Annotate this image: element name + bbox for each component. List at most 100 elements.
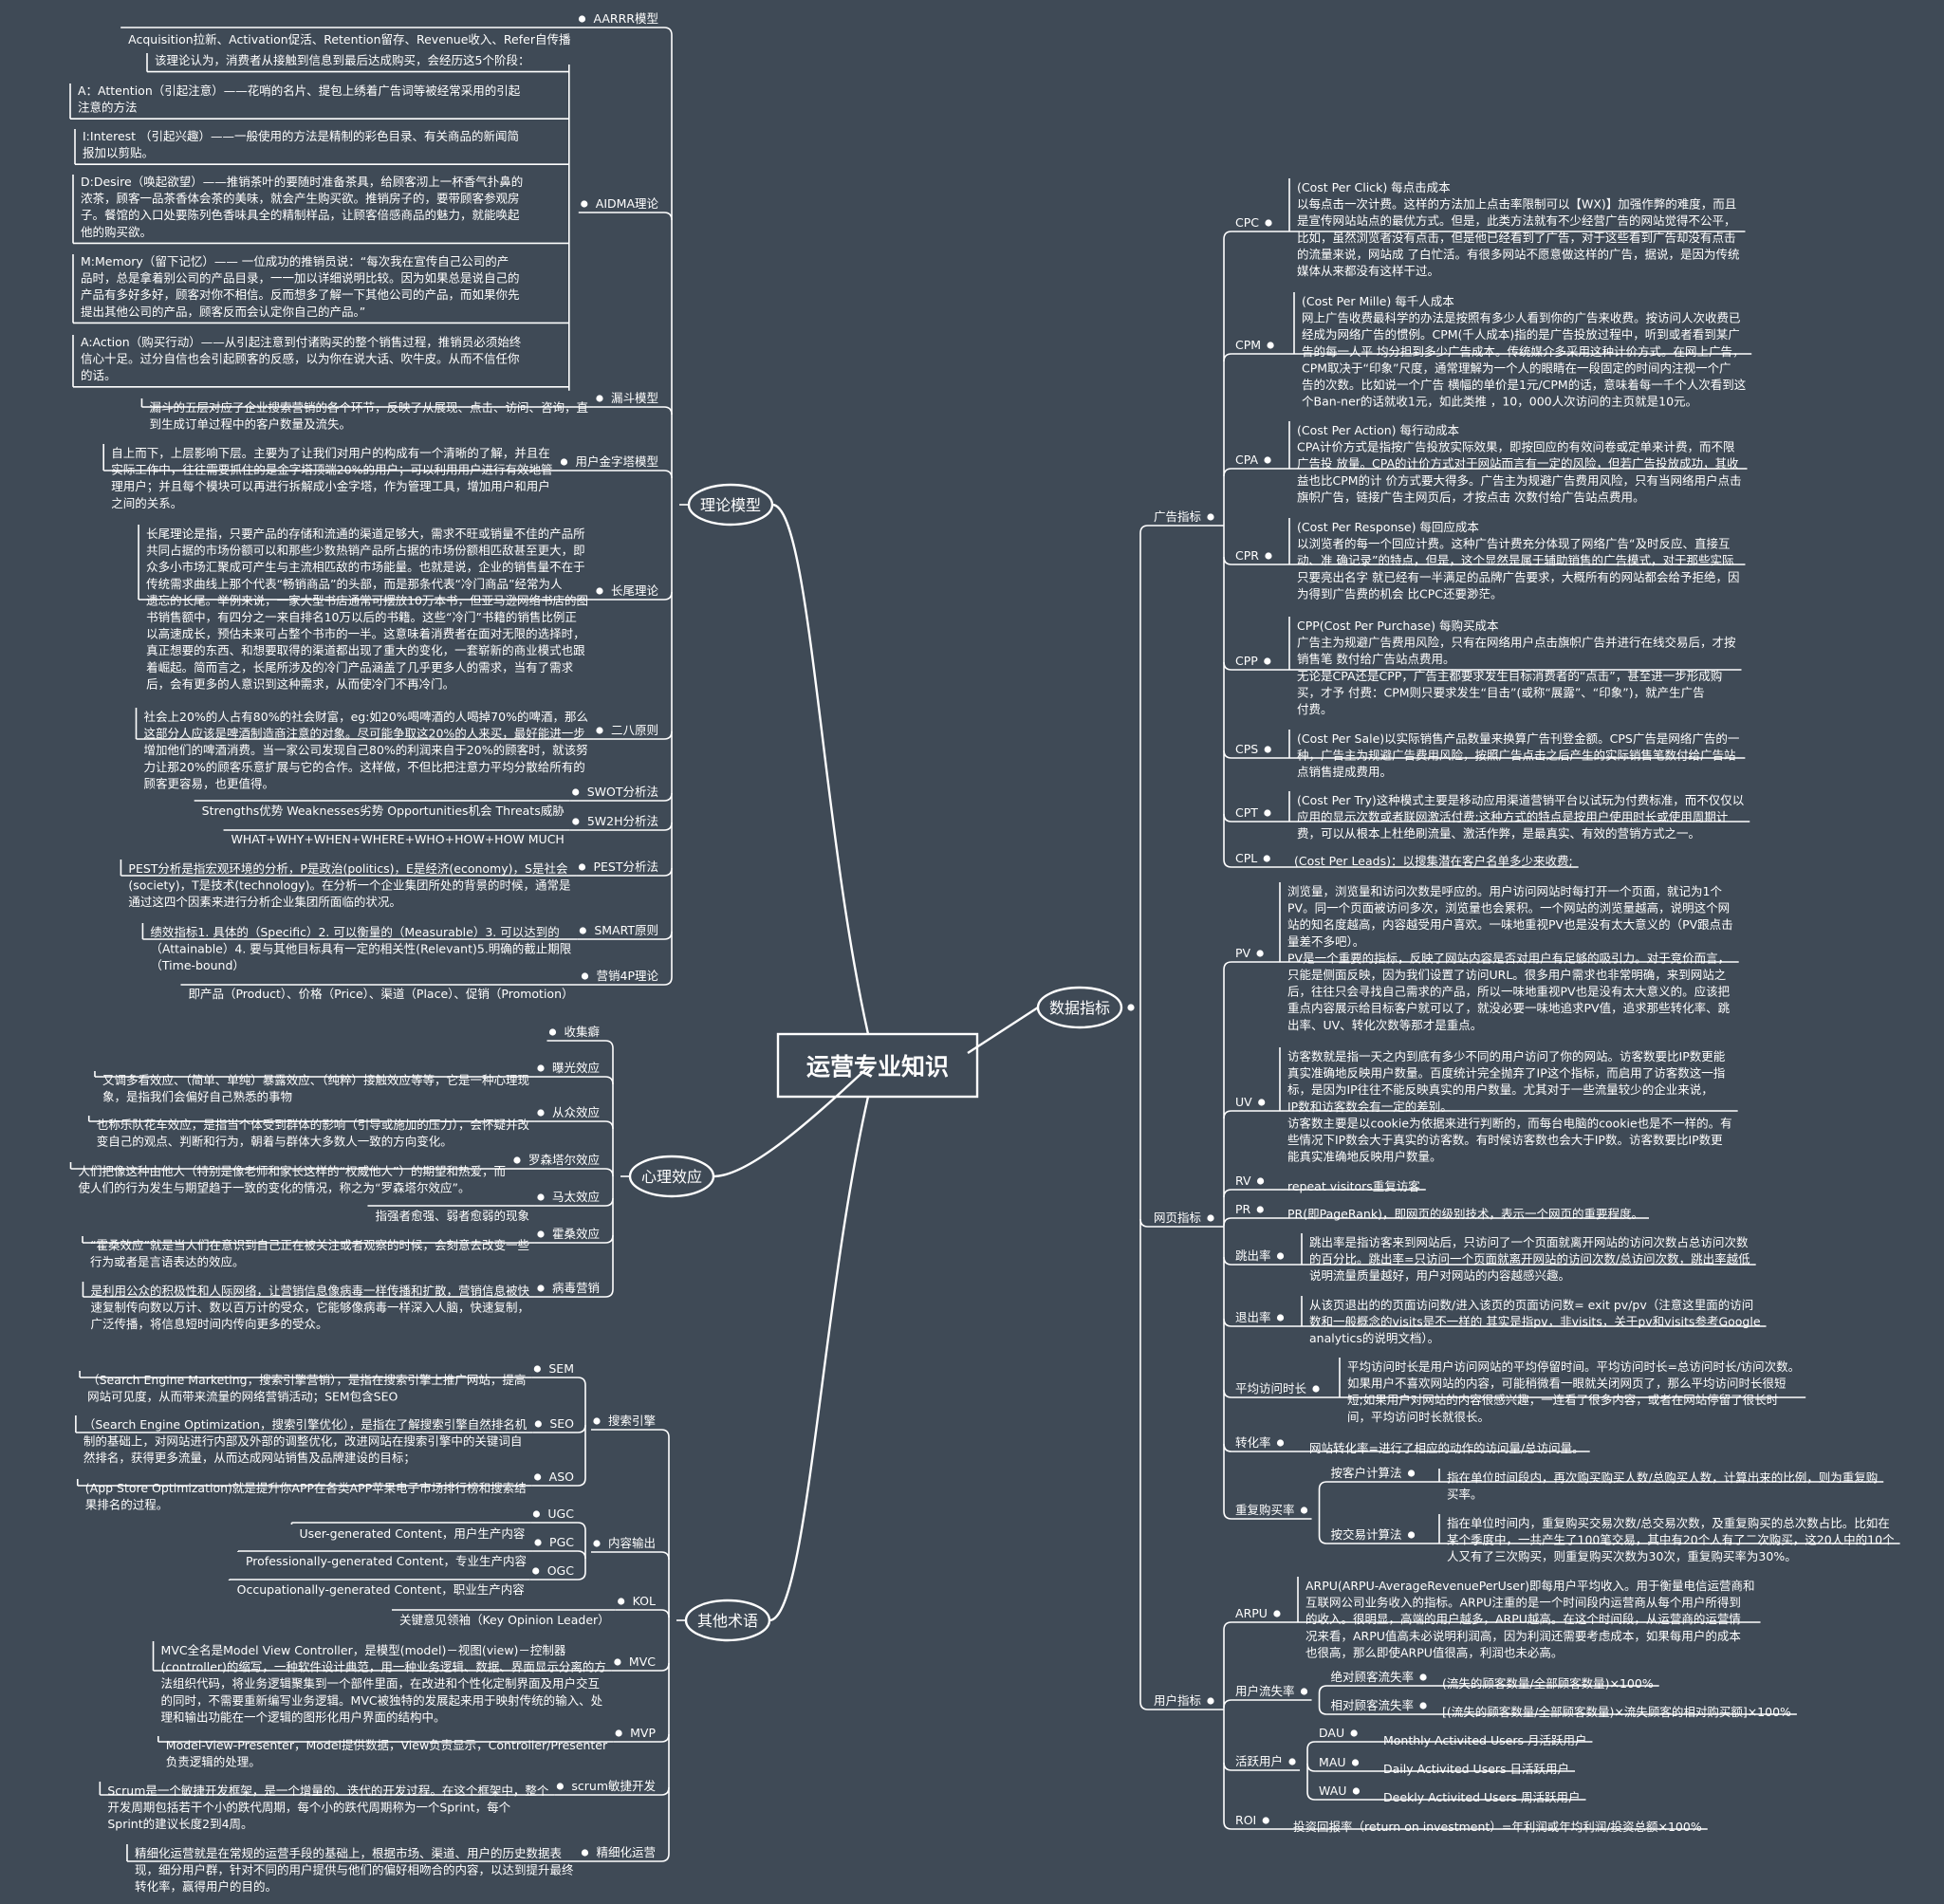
item-text-line: 遗忘的长尾。举例来说，一家大型书店通常可摆放10万本书，但亚马逊网络书店的图 xyxy=(146,593,588,607)
sub-text-line: Professionally-generated Content，专业生产内容 xyxy=(246,1554,527,1568)
item-text-line: 社会上20%的人占有80%的社会财富，eg:如20%喝啤酒的人喝掉70%的啤酒，… xyxy=(144,710,588,724)
item-text-line: 行为或者是言语表达的效应。 xyxy=(90,1255,245,1269)
sub-text-line: 果排名的过程。 xyxy=(85,1498,169,1512)
sub-text-line: （Search Engine Marketing，搜索引擎营销），是指在搜索引擎… xyxy=(87,1373,526,1387)
item-connector xyxy=(663,792,673,802)
item-text-line: 的百分比。跳出率=只访问一个页面就离开网站的访问次数/总访问次数，跳出率越低 xyxy=(1309,1252,1750,1266)
item-text-line: analytics的说明文档）。 xyxy=(1309,1331,1439,1345)
item-connector xyxy=(1223,749,1232,759)
sub-connector xyxy=(1318,1535,1327,1544)
item-text-line: 浏览量，浏览量和访问次数是呼应的。用户访问网站时每打开一个页面，就记为1个 xyxy=(1287,884,1722,898)
branch-connector xyxy=(768,1096,870,1622)
aidma-text-line: 注意的方法 xyxy=(78,101,138,115)
branch-label: 其他术语 xyxy=(697,1612,758,1630)
item-label: RV xyxy=(1235,1174,1251,1188)
item-text-line: 法组织代码，将业务逻辑聚集到一个部件里面，在改进和个性化定制界面及用户交互 xyxy=(161,1676,601,1691)
sub-dot xyxy=(1407,1531,1416,1539)
item-dot xyxy=(556,1783,564,1790)
aidma-text-line: I:Interest （引起兴趣）——一般使用的方法是精制的彩色目录、有关商品的… xyxy=(83,129,519,143)
sub-dot xyxy=(1407,1470,1416,1477)
item-text-line: 旗帜广告，链接广告主网页后，才按点击 次数付给广告站点费用。 xyxy=(1297,490,1644,504)
item-text-line: (Cost Per Sale)以实际销售产品数量来换算广告刊登金额。CPS广告是… xyxy=(1297,731,1739,746)
item-text-line: PV。同一个页面被访问多次，浏览量也会累积。一个网站的浏览量越高，说明这个网 xyxy=(1287,901,1730,915)
item-connector xyxy=(1223,1510,1232,1520)
item-text-line: 也称乐队花车效应，是指当个体受到群体的影响（引导或施加的压力），会怀疑并改 xyxy=(97,1118,530,1132)
item-connector xyxy=(604,1120,614,1130)
item-connector xyxy=(1223,1110,1232,1119)
item-dot xyxy=(537,1285,545,1292)
item-dot xyxy=(1312,1385,1320,1393)
item-connector xyxy=(1223,661,1232,671)
item-text-line: 互联网公司业务收入的指标。ARPU注重的是一个时间段内运营商从每个用户所得到 xyxy=(1305,1596,1741,1610)
item-connector xyxy=(1223,556,1232,565)
item-dot xyxy=(1267,342,1274,349)
item-text-line: 以浏览者的每一个回应计费。这种广告计费充分体现了网络广告“及时反应、直接互 xyxy=(1297,537,1730,551)
item-label: 平均访问时长 xyxy=(1235,1381,1307,1396)
item-text-line: 益也比CPM的计 价方式要大得多。广告主为规避广告费用风险，只有当网络用户点击 xyxy=(1297,473,1742,488)
sub-dot xyxy=(1350,1729,1358,1737)
item-label: SMART原则 xyxy=(594,923,658,937)
item-text-line: 后，会有更多的人意识到这种需求，从而使冷门不再冷门。 xyxy=(146,676,454,691)
item-label: 曝光效应 xyxy=(552,1061,600,1075)
item-dot xyxy=(618,1598,625,1605)
item-text-line: 增加他们的啤酒消费。当一家公司发现自己80%的利润来自于20%的顾客时，就该努 xyxy=(144,743,588,757)
sub-dot xyxy=(532,1567,540,1575)
item-dot xyxy=(548,1028,557,1036)
item-connector xyxy=(660,1853,670,1862)
item-text-line: 能真实准确地反映用户数量。 xyxy=(1287,1150,1442,1164)
item-text-line: 告的每一人平 均分担到多少广告成本。传统媒介多采用这种计价方式。在网上广告， xyxy=(1302,344,1744,359)
item-text-line: (Cost Per Leads)：以搜集潜在客户名单多少来收费; xyxy=(1294,854,1573,868)
item-label: 重复购买率 xyxy=(1235,1503,1295,1517)
item-text-line: Strengths优势 Weaknesses劣势 Opportunities机会… xyxy=(202,804,565,818)
item-label: 漏斗模型 xyxy=(611,391,658,405)
item-connector xyxy=(1223,961,1232,970)
item-dot xyxy=(596,727,603,734)
item-text-line: 为得到广告费的机会 比CPC还要渺茫。 xyxy=(1297,586,1502,601)
item-connector xyxy=(663,867,673,877)
item-text-line: IP数和访客数会有一定的差别。 xyxy=(1287,1100,1453,1114)
item-label: 霍桑效应 xyxy=(552,1227,600,1241)
item-dot xyxy=(1264,657,1271,665)
sub-connector xyxy=(577,1522,586,1531)
item-connector xyxy=(660,1609,670,1618)
item-connector xyxy=(1223,1621,1232,1631)
sub-dot xyxy=(533,1365,541,1373)
item-dot xyxy=(1258,1099,1266,1106)
item-text-line: 无论是CPA还是CPP，广告主都要求发生目标消费者的“点击”，甚至进一步形成购 xyxy=(1297,669,1722,683)
item-label: 跳出率 xyxy=(1235,1248,1271,1263)
sub-connector xyxy=(1306,1791,1316,1801)
item-text-line: CPM取决于“印象”尺度，通常理解为一个人的眼睛在一段固定的时间内注视一个广 xyxy=(1302,360,1731,375)
item-text-line: 转化率，赢得用户的目的。 xyxy=(135,1879,277,1894)
item-dot xyxy=(615,1729,622,1737)
item-label: 马太效应 xyxy=(552,1190,600,1204)
item-text-line: 广泛传播，将信息短时间内传向更多的受众。 xyxy=(90,1317,327,1331)
item-connector xyxy=(1223,231,1232,240)
item-connector xyxy=(660,1662,670,1672)
item-connector xyxy=(1223,1389,1232,1398)
item-connector xyxy=(1223,813,1232,823)
item-text-line: 书销售额中，有四分之一来自排名10万以后的书籍。这些“冷门”书籍的销售比例正 xyxy=(146,610,577,624)
item-text-line: 理和输出功能在一个逻辑的图形化用户界面的结构中。 xyxy=(161,1710,446,1724)
sub-text-line: 指在单位时间内，重复购买交易次数/总交易次数，及重复购买的总次数占比。比如在 xyxy=(1447,1516,1890,1530)
aidma-text-line: 产品有多好多好，顾客对你不相信。反而想多了解一下其他公司的产品，而如果你先 xyxy=(81,287,520,302)
item-text-line: 通过这四个因素来进行分析企业集团所面临的状况。 xyxy=(128,895,401,909)
item-label: ROI xyxy=(1235,1813,1256,1827)
item-text-line: 销售笔 数付给广告站点费用。 xyxy=(1297,652,1454,666)
aidma-text-line: 报加以剪贴。 xyxy=(83,146,154,160)
item-connector xyxy=(1223,1217,1232,1227)
item-text-line: 的同时，不需要重新编写业务逻辑。MVC被独特的发展起来用于映射传统的输入、处 xyxy=(161,1693,603,1708)
item-text-line: 的收入。很明显，高端的用户越多，ARPU越高。在这个时间段，从运营商的运营情 xyxy=(1305,1612,1741,1626)
sub-text-line: Monthly Activited Users 月活跃用户 xyxy=(1383,1733,1586,1747)
item-label: 营销4P理论 xyxy=(597,969,659,983)
item-label: CPA xyxy=(1235,453,1258,467)
item-text-line: 短;如果用户对网站的内容很感兴趣，一连看了很多内容，或者在网站停留了很长时 xyxy=(1347,1393,1779,1407)
item-connector xyxy=(660,1733,670,1743)
item-text-line: 人们把像这种由他人（特别是像老师和家长这样的“权威他人”）的期望和热爱，而 xyxy=(79,1164,506,1178)
sub-connector xyxy=(1318,1481,1327,1490)
item-text-line: 买，才予 付费：CPM则只要求发生“目击”(或称“展露”、“印象”)，就产生广告 xyxy=(1297,685,1705,699)
sub-text-line: (流失的顾客数量/全部顾客数量)×100% xyxy=(1442,1676,1654,1691)
sub-dot xyxy=(534,1539,542,1546)
item-text-line: 数和一般概念的visits是不一样的 其实是指pv，非visits，关于pv和v… xyxy=(1309,1315,1761,1329)
sub-dot xyxy=(1351,1759,1360,1766)
aidma-text-line: 信心十足。过分自信也会引起顾客的反感，以为你在说大话、吹牛皮。从而不信任你 xyxy=(81,352,520,366)
